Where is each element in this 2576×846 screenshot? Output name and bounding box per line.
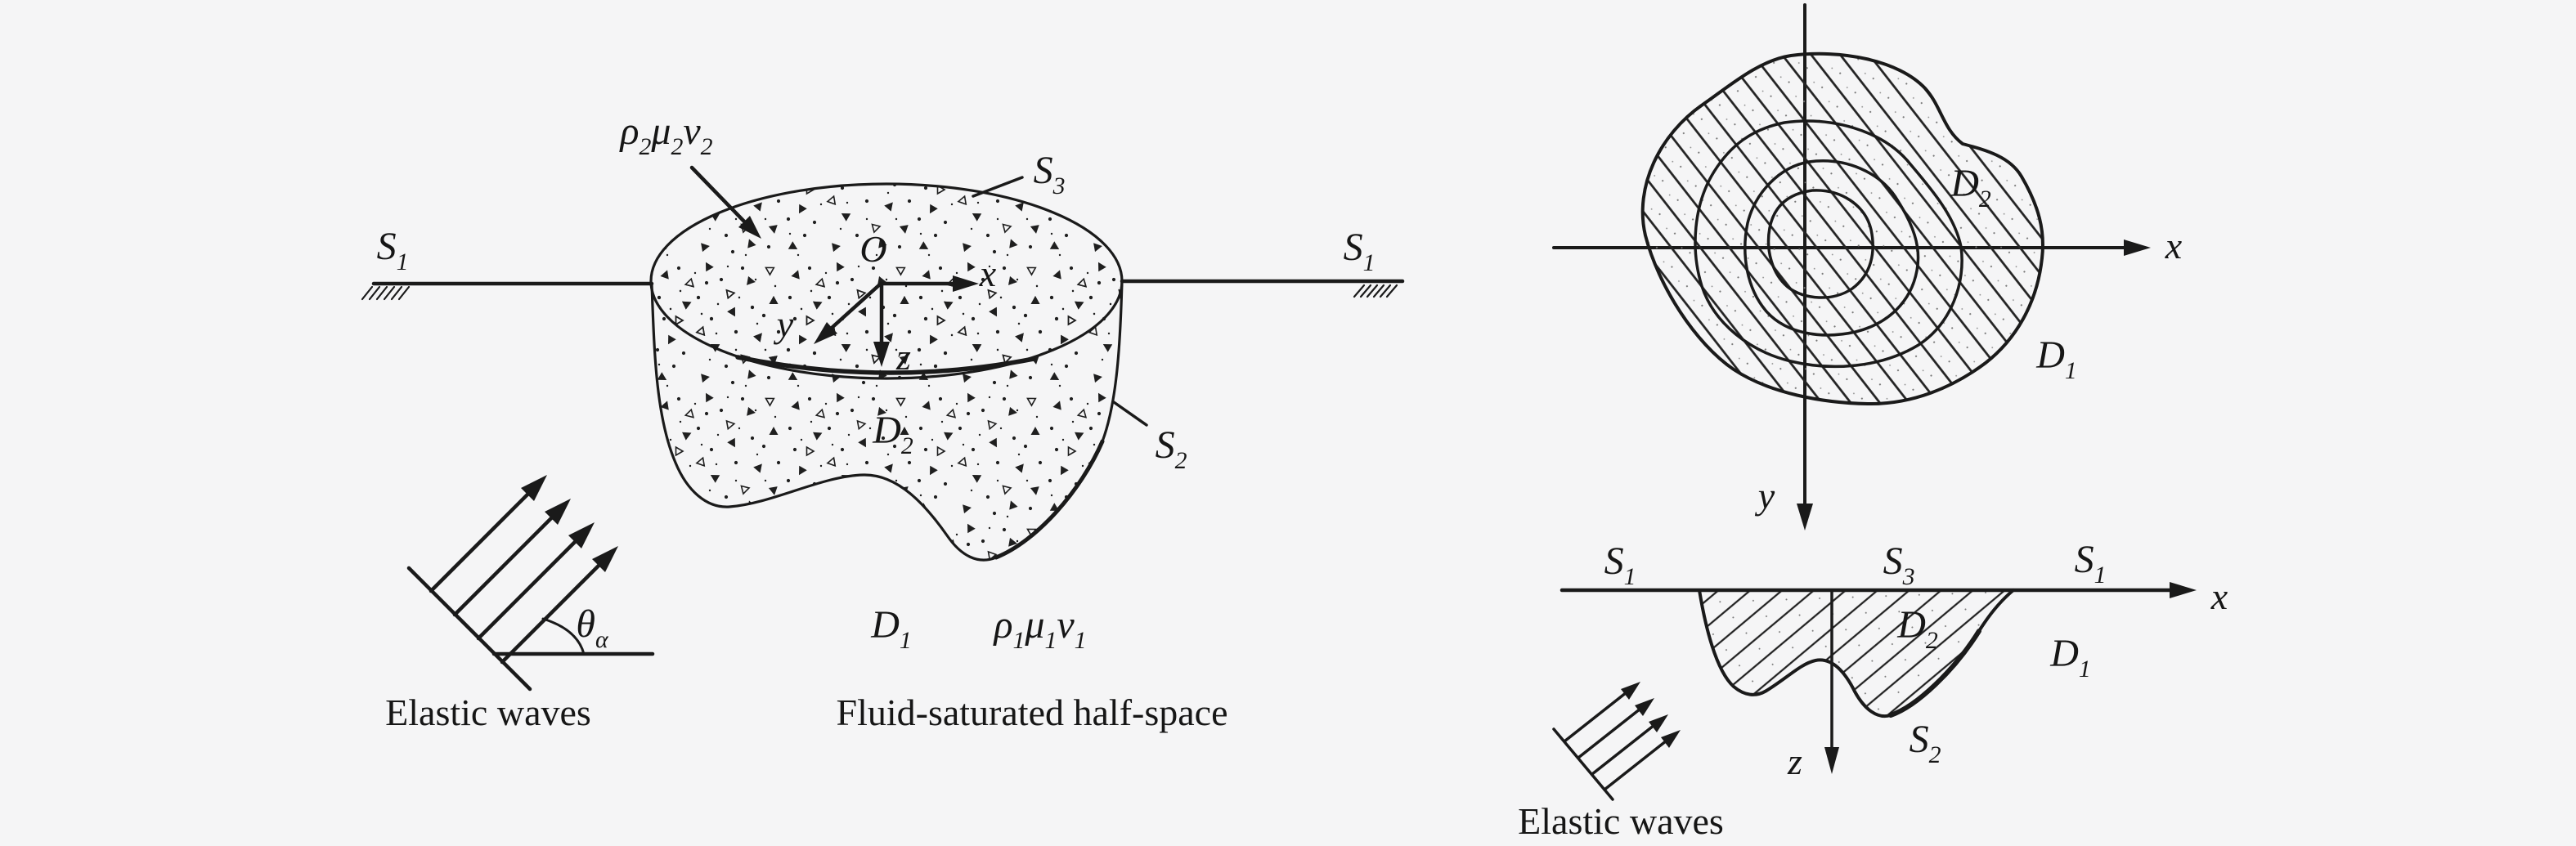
caption-halfspace: Fluid-saturated half-space — [837, 692, 1228, 733]
label-s1-right: S1 — [1344, 226, 1376, 276]
label-axis-z: z — [895, 336, 911, 378]
plan-x-arrowhead-icon — [2124, 239, 2151, 256]
left-3d-figure: S1 S1 ρ2μ2ν2 S3 O x y z D2 S2 D1 ρ1μ1ν1 … — [361, 110, 1405, 733]
z-axis-arrowhead-icon — [873, 342, 890, 367]
x-axis-arrowhead-icon — [953, 275, 979, 292]
ellipse-shadow-arc — [735, 355, 1036, 375]
caption-elastic-waves-left: Elastic waves — [385, 692, 591, 733]
section-label-axis-x: x — [2210, 575, 2228, 617]
label-s3: S3 — [1034, 149, 1066, 199]
plan-label-axis-y: y — [1755, 475, 1775, 517]
medium2-arrowhead-icon — [738, 216, 761, 239]
section-label-s1-left: S1 — [1604, 539, 1636, 590]
plan-label-axis-x: x — [2165, 225, 2183, 266]
section-label-axis-z: z — [1787, 741, 1802, 782]
label-axis-x: x — [979, 253, 997, 294]
plan-contour-2 — [1694, 119, 1963, 369]
incident-waves-section — [1552, 682, 1681, 801]
caption-elastic-waves-section: Elastic waves — [1518, 800, 1724, 842]
body-shadow-arc — [994, 439, 1105, 560]
ground-hatch-right — [1353, 284, 1398, 298]
section-shadow-arc — [1888, 629, 1981, 718]
section-label-s3: S3 — [1883, 539, 1915, 590]
section-label-d1: D1 — [2049, 632, 2091, 683]
y-axis-shaft — [828, 281, 883, 331]
medium2-arrow-shaft — [689, 165, 748, 226]
axes-origin — [814, 275, 979, 367]
plan-contour-3 — [1744, 159, 1920, 337]
top-face-fill — [651, 184, 1122, 378]
label-s2: S2 — [1156, 423, 1187, 474]
section-label-s2: S2 — [1910, 718, 1941, 768]
section-x-arrowhead-icon — [2170, 582, 2197, 598]
s3-leader-line — [972, 176, 1024, 198]
plan-view-figure: D2 D1 x y — [1552, 3, 2183, 530]
label-origin: O — [859, 228, 886, 270]
plan-label-d1: D1 — [2035, 333, 2077, 384]
label-d2: D2 — [872, 409, 913, 459]
label-s1-left: S1 — [377, 225, 409, 275]
wave-arrowheads-icon — [521, 475, 618, 572]
s2-leader-line — [1112, 401, 1148, 427]
section-label-s1-right: S1 — [2075, 538, 2107, 589]
label-incidence-angle: θα — [576, 602, 609, 653]
section-wave-arrow-shafts — [1563, 691, 1668, 791]
cross-section-figure: S1 S3 S1 x D2 D1 S2 z Elastic waves — [1518, 538, 2228, 842]
plan-contour-inner — [1766, 189, 1874, 299]
label-d1: D1 — [870, 603, 912, 654]
label-axis-y: y — [774, 303, 794, 345]
plan-label-d2: D2 — [1950, 162, 1991, 213]
label-medium2: ρ2μ2ν2 — [618, 110, 712, 160]
y-axis-arrowhead-icon — [814, 322, 837, 344]
plan-y-arrowhead-icon — [1797, 504, 1813, 530]
angle-arc — [541, 617, 586, 656]
wavefront-line — [406, 566, 532, 692]
section-z-arrowhead-icon — [1824, 747, 1839, 774]
ground-hatch-left — [361, 285, 411, 301]
incident-waves-left — [406, 475, 655, 692]
section-label-d2: D2 — [1896, 603, 1938, 654]
label-medium1: ρ1μ1ν1 — [992, 603, 1086, 654]
section-wave-arrowheads-icon — [1621, 682, 1681, 748]
top-face-outline — [649, 182, 1124, 380]
wave-arrow-shafts — [429, 492, 601, 665]
medium2-arrow — [689, 165, 761, 239]
